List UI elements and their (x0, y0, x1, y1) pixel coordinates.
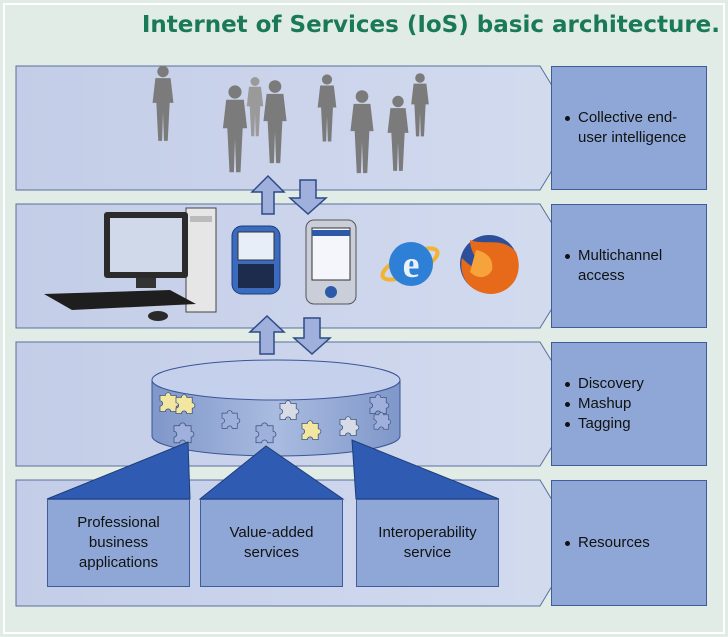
firefox-icon (460, 235, 519, 294)
resource-label: Value-added services (229, 524, 314, 561)
layer-bullet: Tagging (565, 414, 706, 434)
layer-bullet: Collective end-user intelligence (565, 108, 690, 148)
internet-explorer-icon: e (380, 242, 440, 286)
resource-box-value-added-services: Value-added services (200, 499, 343, 587)
pda-device-icon (305, 219, 357, 305)
page-title: Internet of Services (IoS) basic archite… (141, 12, 720, 38)
blackberry-phone-icon (231, 225, 281, 295)
up-down-arrows-top (250, 174, 328, 216)
layer-bullet: Mashup (565, 394, 706, 414)
band-collective (15, 65, 579, 191)
svg-text:e: e (403, 244, 420, 286)
layer-bullet: Resources (565, 533, 706, 553)
desktop-computer-icon (44, 207, 217, 321)
services-cylinder (151, 359, 401, 457)
layer-bullet: Discovery (565, 374, 706, 394)
resource-box-business-applications: Professional business applications (47, 499, 190, 587)
layer-label-collective: Collective end-user intelligence (551, 66, 707, 190)
resource-box-interoperability-service: Interoperability service (356, 499, 499, 587)
layer-label-resources: Resources (551, 480, 707, 606)
layer-label-services: Discovery Mashup Tagging (551, 342, 707, 466)
up-down-arrows-bottom (248, 314, 332, 356)
layer-label-access: Multichannel access (551, 204, 707, 328)
resource-connectors (46, 439, 500, 500)
resource-label: Interoperability service (378, 524, 477, 561)
resource-label: Professional business applications (77, 514, 160, 571)
layer-bullet: Multichannel access (565, 246, 670, 286)
